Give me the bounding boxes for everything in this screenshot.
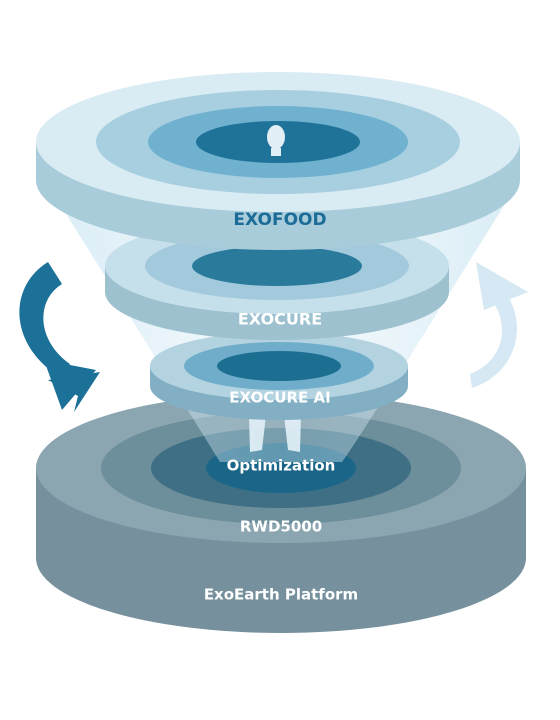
label-exocure: EXOCURE xyxy=(238,310,322,329)
figure-head xyxy=(267,125,285,156)
cycle-arrow-left-icon xyxy=(19,262,100,412)
label-exoearth-platform: ExoEarth Platform xyxy=(204,586,358,604)
label-exofood: EXOFOOD xyxy=(233,210,326,230)
exocure-ai-disc xyxy=(150,332,408,420)
label-optimization: Optimization xyxy=(227,457,336,475)
label-rwd5000: RWD5000 xyxy=(240,518,322,536)
cycle-arrow-right-icon xyxy=(470,262,528,388)
label-exocure-ai: EXOCURE AI xyxy=(229,389,330,407)
